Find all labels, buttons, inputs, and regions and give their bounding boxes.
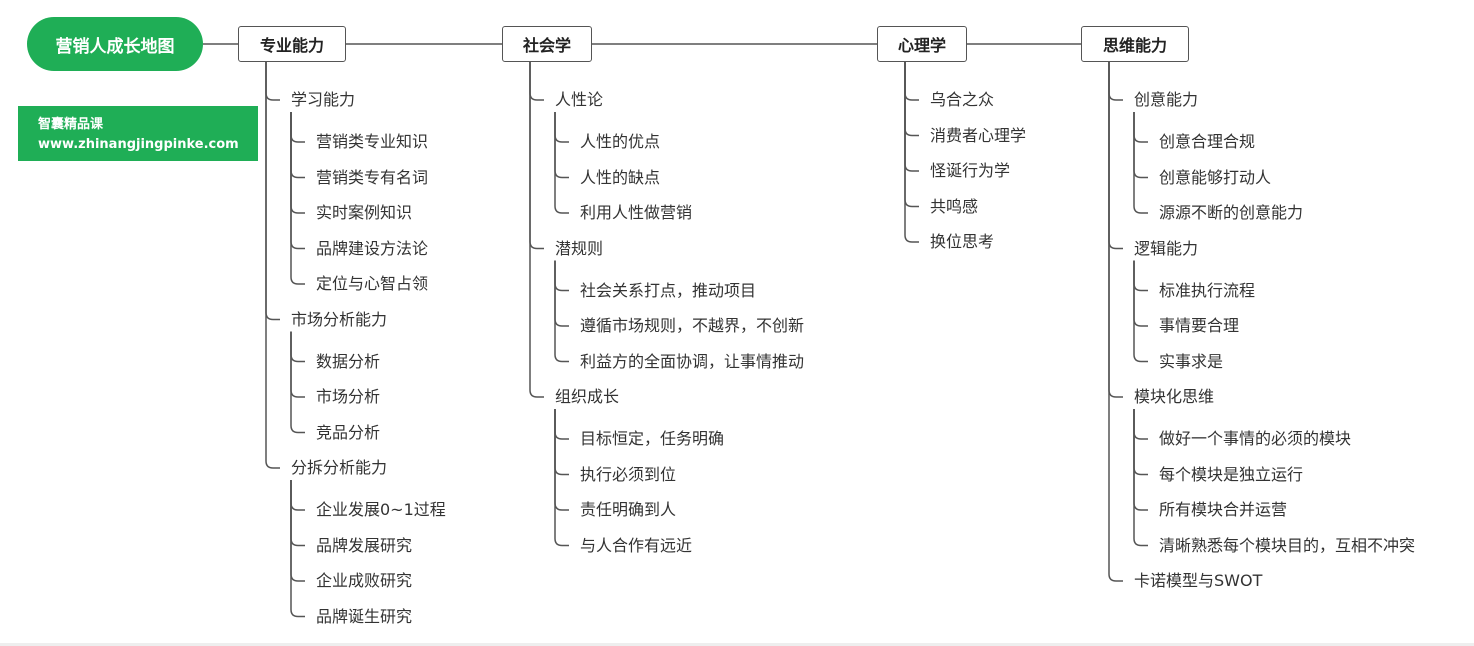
connector-1-2-3 bbox=[554, 409, 569, 547]
branch-2-item-3: 共鸣感 bbox=[930, 196, 979, 216]
branch-label: 思维能力 bbox=[1102, 36, 1167, 55]
branch-0-item-0-leaf-3: 品牌建设方法论 bbox=[316, 238, 429, 258]
connector-3-3 bbox=[1108, 62, 1123, 582]
branch-1-item-2-leaf-1: 执行必须到位 bbox=[580, 464, 677, 484]
branch-0-item-2: 分拆分析能力 bbox=[291, 458, 388, 477]
brand-badge: 智囊精品课 www.zhinangjingpinke.com bbox=[18, 106, 258, 161]
root-node: 营销人成长地图 bbox=[27, 17, 203, 71]
branch-3-item-1-leaf-2: 实事求是 bbox=[1159, 351, 1224, 371]
branch-0-item-0-leaf-1: 营销类专有名词 bbox=[316, 167, 429, 187]
connector-3-1-2 bbox=[1133, 260, 1148, 363]
branch-1-item-2: 组织成长 bbox=[555, 387, 620, 406]
branch-1-item-0-leaf-1: 人性的缺点 bbox=[580, 167, 661, 187]
bottom-divider bbox=[0, 643, 1474, 646]
branch-3-item-0: 创意能力 bbox=[1134, 90, 1199, 109]
brand-url: www.zhinangjingpinke.com bbox=[38, 137, 239, 152]
branch-1-item-2-leaf-0: 目标恒定，任务明确 bbox=[580, 429, 725, 448]
branch-2-item-1: 消费者心理学 bbox=[930, 125, 1027, 145]
connector-3-0-2 bbox=[1133, 112, 1148, 214]
branch-3-item-2-leaf-0: 做好一个事情的必须的模块 bbox=[1159, 429, 1352, 448]
branch-label: 社会学 bbox=[522, 36, 571, 55]
branch-0-item-0-leaf-4: 定位与心智占领 bbox=[316, 274, 429, 293]
connector-1-1-2 bbox=[554, 260, 569, 363]
branch-0-item-1: 市场分析能力 bbox=[291, 309, 388, 329]
branch-3-item-2-leaf-2: 所有模块合并运营 bbox=[1159, 500, 1288, 519]
branch-1-item-0-leaf-0: 人性的优点 bbox=[580, 132, 661, 151]
branch-2-item-0: 乌合之众 bbox=[930, 90, 995, 109]
branch-2: 心理学 bbox=[877, 26, 967, 62]
connector-0-2 bbox=[265, 62, 280, 469]
branch-1-item-2-leaf-2: 责任明确到人 bbox=[580, 500, 677, 519]
branch-3: 思维能力 bbox=[1081, 26, 1189, 62]
branch-3-item-2-leaf-3: 清晰熟悉每个模块目的，互相不冲突 bbox=[1159, 535, 1416, 555]
connector-2-4 bbox=[904, 62, 919, 243]
brand-name: 智囊精品课 bbox=[38, 117, 104, 132]
branch-1-item-1: 潜规则 bbox=[555, 238, 604, 258]
branch-3-item-2-leaf-1: 每个模块是独立运行 bbox=[1159, 464, 1304, 484]
branch-3-item-0-leaf-2: 源源不断的创意能力 bbox=[1159, 203, 1304, 222]
branch-3-item-3: 卡诺模型与SWOT bbox=[1134, 571, 1263, 590]
branch-0-item-1-leaf-1: 市场分析 bbox=[316, 387, 381, 406]
branch-1-item-1-leaf-2: 利益方的全面协调，让事情推动 bbox=[580, 351, 805, 371]
branch-1: 社会学 bbox=[502, 26, 592, 62]
branch-0-item-1-leaf-2: 竞品分析 bbox=[316, 422, 381, 442]
branch-2-item-4: 换位思考 bbox=[930, 232, 995, 251]
branch-3-item-1: 逻辑能力 bbox=[1134, 238, 1199, 258]
branch-label: 心理学 bbox=[897, 36, 946, 55]
branch-0-item-0-leaf-0: 营销类专业知识 bbox=[316, 132, 429, 151]
branch-3-item-2: 模块化思维 bbox=[1134, 387, 1215, 406]
branch-1-item-0-leaf-2: 利用人性做营销 bbox=[580, 203, 693, 222]
connector-0-1-2 bbox=[290, 331, 305, 434]
branch-0-item-2-leaf-2: 企业成败研究 bbox=[316, 571, 413, 590]
branch-0-item-2-leaf-0: 企业发展0~1过程 bbox=[316, 500, 446, 519]
branch-0-item-1-leaf-0: 数据分析 bbox=[316, 351, 381, 371]
connector-1-0-2 bbox=[554, 112, 569, 214]
connector-0-0-4 bbox=[290, 112, 305, 285]
branch-1-item-2-leaf-3: 与人合作有远近 bbox=[580, 535, 693, 555]
branch-3-item-1-leaf-0: 标准执行流程 bbox=[1159, 280, 1256, 300]
branch-3-item-1-leaf-1: 事情要合理 bbox=[1159, 316, 1240, 335]
branch-0-item-2-leaf-1: 品牌发展研究 bbox=[316, 535, 413, 555]
branch-3-item-0-leaf-0: 创意合理合规 bbox=[1159, 132, 1256, 151]
connector-3-2-3 bbox=[1133, 409, 1148, 547]
connector-0-2-3 bbox=[290, 480, 305, 618]
branch-3-item-0-leaf-1: 创意能够打动人 bbox=[1159, 167, 1272, 187]
connector-1-2 bbox=[529, 62, 544, 398]
branch-0-item-0: 学习能力 bbox=[291, 90, 356, 109]
root-label: 营销人成长地图 bbox=[55, 36, 175, 57]
branch-1-item-1-leaf-0: 社会关系打点，推动项目 bbox=[580, 280, 757, 300]
branch-0-item-0-leaf-2: 实时案例知识 bbox=[316, 203, 413, 222]
branch-2-item-2: 怪诞行为学 bbox=[930, 161, 1011, 180]
branch-1-item-1-leaf-1: 遵循市场规则，不越界，不创新 bbox=[580, 316, 805, 335]
branch-1-item-0: 人性论 bbox=[555, 90, 604, 109]
branch-label: 专业能力 bbox=[259, 36, 324, 55]
branch-0-item-2-leaf-3: 品牌诞生研究 bbox=[316, 606, 413, 626]
branch-0: 专业能力 bbox=[238, 26, 346, 62]
